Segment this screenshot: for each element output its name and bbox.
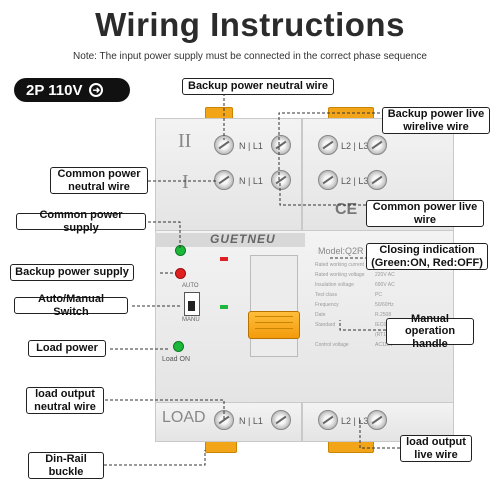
backup-l2-l3-label: L2 | L3: [341, 141, 369, 151]
brand-name: GUETNEU: [210, 232, 276, 246]
manual-operation-handle[interactable]: [248, 311, 300, 339]
spec-key: Rated working current: [315, 262, 364, 268]
spec-row: Control voltage AC110V: [315, 342, 393, 348]
spec-row: StandardIEC60947: [315, 322, 397, 328]
spec-key: Rated working voltage: [315, 272, 365, 278]
spec-row: Frequency 50/60Hz: [315, 302, 394, 308]
load-l2-screw[interactable]: [318, 410, 338, 430]
spec-value: 50/60Hz: [375, 302, 394, 308]
common-neutral-screw[interactable]: [214, 170, 234, 190]
voltage-badge-label: 2P 110V: [26, 81, 83, 99]
callout-common-live: Common power live wire: [366, 200, 484, 227]
phase-sequence-note: Note: The input power supply must be con…: [73, 51, 427, 62]
common-l1-screw[interactable]: [271, 170, 291, 190]
spec-value: AC110V: [375, 342, 394, 348]
callout-closing-indication: Closing indication (Green:ON, Red:OFF): [366, 243, 488, 270]
page-title: Wiring Instructions: [95, 6, 405, 43]
spec-key: Control voltage: [315, 342, 349, 348]
spec-key: Test class: [315, 292, 337, 298]
transfer-switch-device: II I LOAD N | L1 L2 | L3 N | L1 L2 | L3 …: [150, 107, 470, 455]
load-neutral-screw[interactable]: [214, 410, 234, 430]
callout-backup-neutral: Backup power neutral wire: [182, 78, 334, 95]
spec-key: Insulation voltage: [315, 282, 354, 288]
manu-label: MANU: [182, 317, 200, 323]
spec-key: Standard: [315, 322, 336, 328]
spec-row: Rated working voltage 220V AC: [315, 272, 395, 278]
common-l2-screw[interactable]: [318, 170, 338, 190]
load-label: LOAD: [162, 409, 206, 426]
load-l1-screw[interactable]: [271, 410, 291, 430]
spec-row: Date R.2508: [315, 312, 391, 318]
backup-l1-screw[interactable]: [271, 135, 291, 155]
callout-manual-handle: Manual operation handle: [386, 313, 474, 350]
spec-value: 690V AC: [375, 282, 395, 288]
callout-auto-manual: Auto/Manual Switch: [14, 293, 128, 318]
callout-common-neutral: Common power neutral wire: [50, 167, 148, 194]
callout-din-rail: Din-Rail buckle: [28, 452, 104, 479]
spec-value: PC: [375, 292, 382, 298]
section-ii-label: II: [178, 130, 192, 152]
backup-n-l1-label: N | L1: [239, 141, 263, 151]
backup-neutral-screw[interactable]: [214, 135, 234, 155]
spec-key: Frequency: [315, 302, 339, 308]
section-i-label: I: [182, 171, 189, 193]
spec-value: 220V AC: [375, 272, 395, 278]
spec-value: R.2508: [375, 312, 392, 318]
arrow-right-icon: ➜: [89, 83, 104, 97]
callout-load-live: load output live wire: [400, 435, 472, 462]
spec-row: Test class PC: [315, 292, 382, 298]
callout-load-neutral: load output neutral wire: [26, 387, 104, 414]
model-label: Model:Q2R: [318, 246, 364, 256]
backup-supply-red-indicator: [175, 268, 186, 279]
callout-common-supply: Common power supply: [16, 209, 146, 234]
voltage-badge: 2P 110V ➜: [14, 78, 130, 102]
switch-lever: [188, 301, 195, 311]
load-on-label: Load ON: [162, 356, 191, 363]
auto-label: AUTO: [182, 283, 199, 289]
callout-load-power: Load power: [28, 340, 106, 357]
common-l2-l3-label: L2 | L3: [341, 176, 369, 186]
callout-backup-supply: Backup power supply: [10, 264, 134, 281]
ce-mark: CE: [335, 201, 358, 218]
backup-live-screw[interactable]: [367, 135, 387, 155]
common-supply-green-indicator: [175, 245, 186, 256]
load-live-screw[interactable]: [367, 410, 387, 430]
common-live-screw[interactable]: [367, 170, 387, 190]
spec-row: Rated working current63A: [315, 262, 384, 268]
brand-strip: [155, 233, 305, 247]
auto-manual-switch[interactable]: [184, 292, 200, 316]
handle-window: [250, 255, 298, 357]
spec-row: Insulation voltage 690V AC: [315, 282, 395, 288]
closing-indicator-red: [220, 257, 228, 261]
callout-backup-live: Backup power live wirelive wire: [382, 107, 490, 134]
closing-indicator-green: [220, 305, 228, 309]
spec-key: Date: [315, 312, 326, 318]
load-l2-l3-label: L2 | L3: [341, 416, 369, 426]
backup-l2-screw[interactable]: [318, 135, 338, 155]
load-n-l1-label: N | L1: [239, 416, 263, 426]
common-n-l1-label: N | L1: [239, 176, 263, 186]
load-power-indicator: [173, 341, 184, 352]
